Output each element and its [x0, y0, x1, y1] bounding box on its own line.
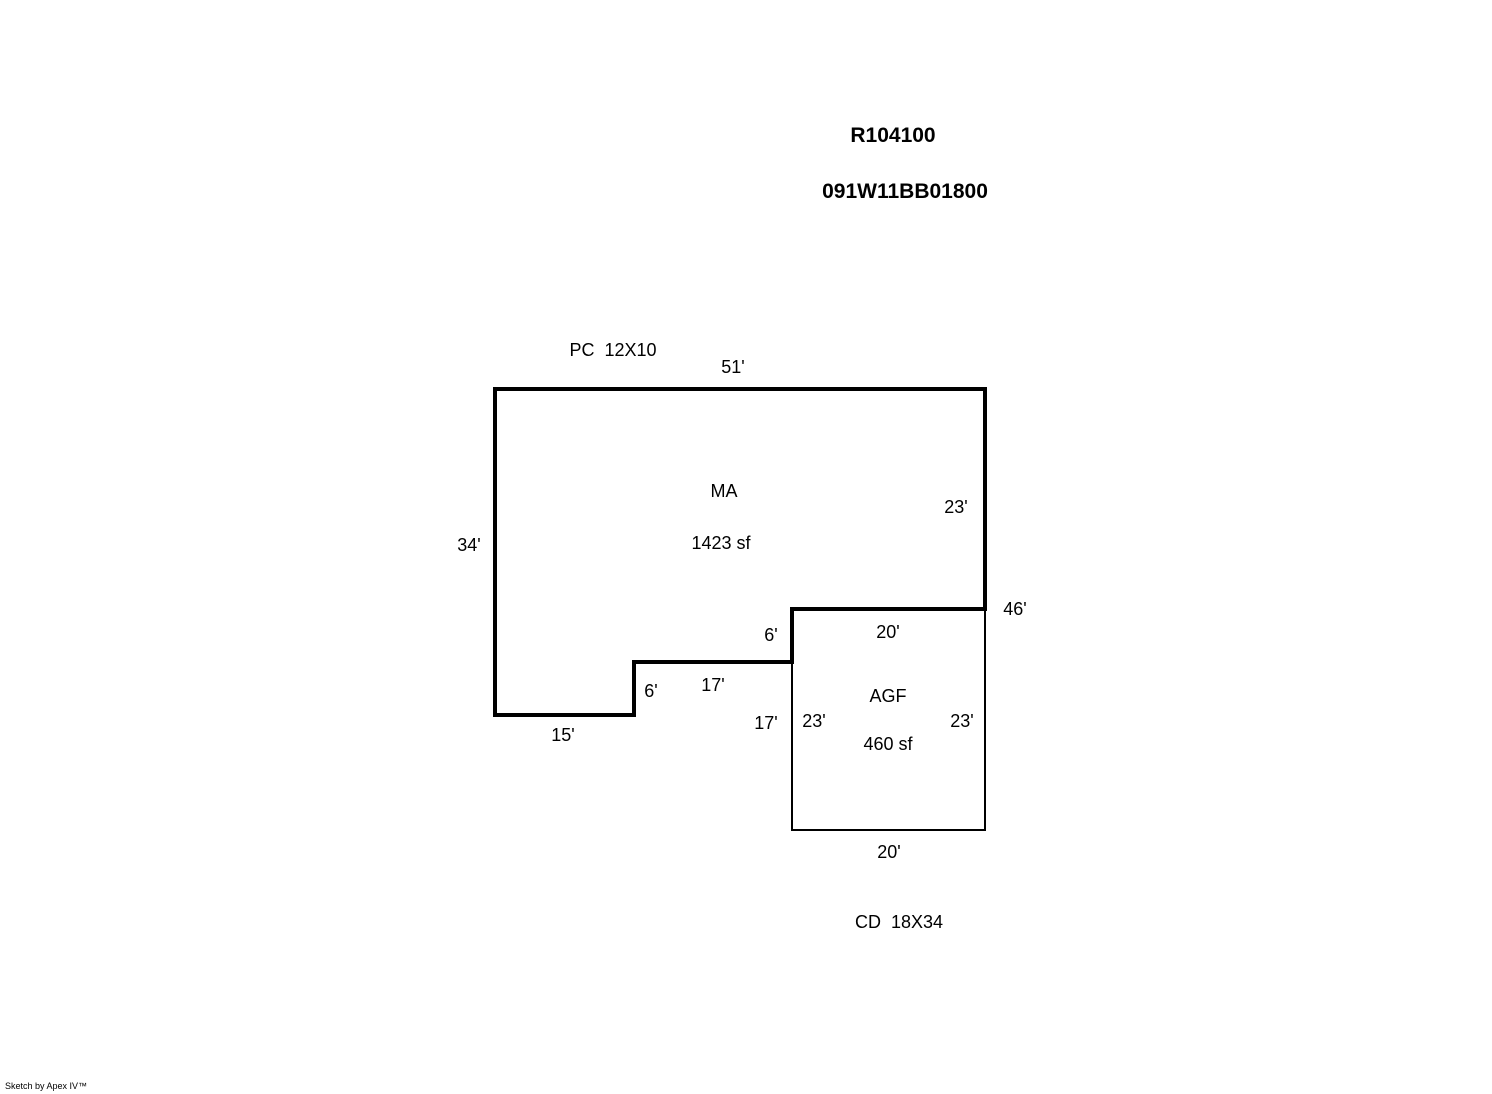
dim-ma-bottom-left: 15' [551, 725, 574, 745]
footer-credit: Sketch by Apex IV™ [5, 1081, 88, 1091]
cd-label: CD 18X34 [855, 912, 943, 932]
garage-outline [791, 608, 986, 831]
dim-step-left: 6' [644, 681, 657, 701]
dim-agf-top: 20' [876, 622, 899, 642]
area-agf-code: AGF [869, 686, 906, 706]
dim-agf-right: 23' [950, 711, 973, 731]
pc-label: PC 12X10 [569, 340, 656, 360]
dim-ma-right: 23' [944, 497, 967, 517]
dim-ma-top: 51' [721, 357, 744, 377]
dim-step-right: 6' [764, 625, 777, 645]
dim-step-mid: 17' [701, 675, 724, 695]
area-ma-code: MA [711, 481, 738, 501]
area-ma-size: 1423 sf [691, 533, 751, 553]
dim-agf-bottom: 20' [877, 842, 900, 862]
dim-ma-left: 34' [457, 535, 480, 555]
area-agf-size: 460 sf [863, 734, 913, 754]
dim-step-right-lower: 17' [754, 713, 777, 733]
account-number: R104100 [850, 124, 935, 147]
map-number: 091W11BB01800 [822, 180, 988, 203]
dim-ma-overall-right: 46' [1003, 599, 1026, 619]
dim-agf-left: 23' [802, 711, 825, 731]
